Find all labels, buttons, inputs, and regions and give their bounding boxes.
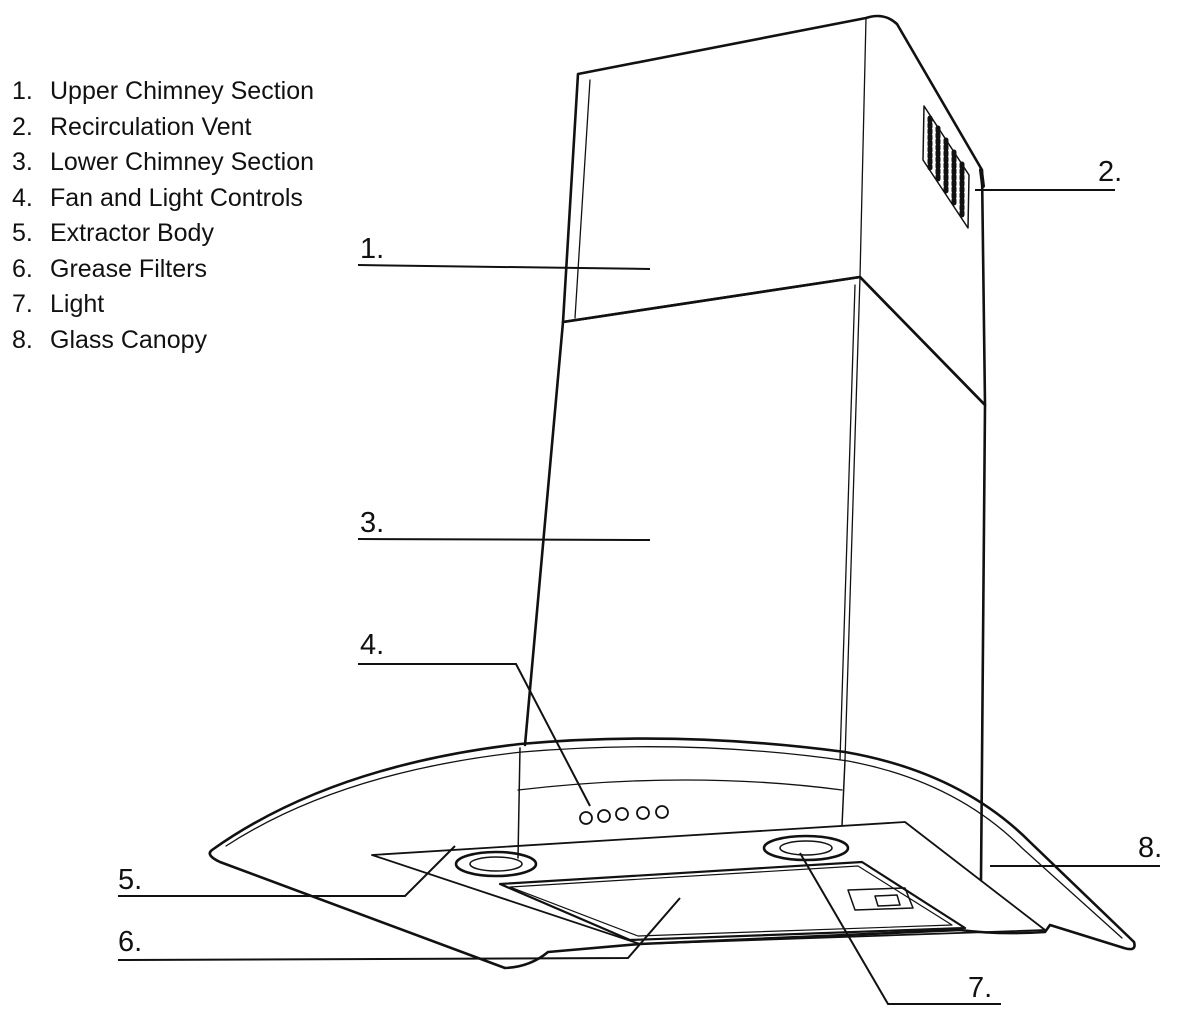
lower-chimney-corner-edge-2 [839,284,856,761]
legend-label: Glass Canopy [50,325,208,354]
legend-label: Fan and Light Controls [50,183,303,212]
legend-number: 7. [12,290,33,318]
legend-number: 5. [12,219,33,247]
callout-4: 4. [360,629,385,661]
callout-6: 6. [118,926,143,958]
legend-item: 6. Grease Filters [12,252,314,288]
glass-canopy-inner-edge [225,746,1123,939]
legend-item: 5. Extractor Body [12,216,314,252]
upper-chimney-corner-edge [859,17,867,278]
legend-number: 3. [12,148,33,176]
upper-chimney-section [561,14,987,407]
legend-item: 8. Glass Canopy [12,323,314,359]
legend-item: 3. Lower Chimney Section [12,145,314,181]
legend-number: 4. [12,183,33,212]
legend-label: Grease Filters [50,254,207,283]
leader-line-3 [357,538,651,541]
leader-line-6 [117,897,681,961]
legend-item: 4. Fan and Light Controls [12,181,314,217]
glass-canopy [208,737,1136,970]
callout-5: 5. [118,864,143,896]
legend-label: Upper Chimney Section [50,77,315,105]
legend-label: Lower Chimney Section [50,148,315,176]
extractor-body-front [517,747,846,859]
leader-line-5 [118,845,456,897]
extractor-body [371,821,1046,945]
lower-chimney-left-edge [523,320,565,747]
legend-number: 2. [12,112,33,141]
callout-3: 3. [360,507,385,539]
light [454,834,850,878]
callout-2: 2. [1098,156,1123,188]
lower-chimney-section [561,275,987,882]
leader-line-7 [799,852,1001,1005]
leader-line-4 [358,663,591,807]
legend-number: 8. [12,325,33,354]
vent-side-notch [979,168,985,188]
callout-8: 8. [1138,832,1163,864]
parts-legend: 1. Upper Chimney Section 2. Recirculation … [12,74,314,358]
recirculation-vent [922,105,970,229]
legend-number: 6. [12,254,33,283]
callout-7: 7. [968,972,993,1004]
legend-item: 2. Recirculation Vent [12,110,314,146]
legend-label: Extractor Body [50,219,214,247]
lower-chimney-corner-edge [844,276,861,761]
callout-1: 1. [360,233,385,265]
grease-filters [498,860,967,942]
extractor-body-curve [517,779,843,791]
leader-line-1 [357,264,651,270]
legend-label: Recirculation Vent [50,112,252,141]
upper-chimney-left-edge [574,79,591,319]
legend-item: 1. Upper Chimney Section [12,74,314,110]
legend-number: 1. [12,77,33,105]
filter-latch [847,887,914,911]
legend-item: 7. Light [12,287,314,323]
legend-label: Light [50,290,105,318]
fan-and-light-controls [579,805,669,825]
